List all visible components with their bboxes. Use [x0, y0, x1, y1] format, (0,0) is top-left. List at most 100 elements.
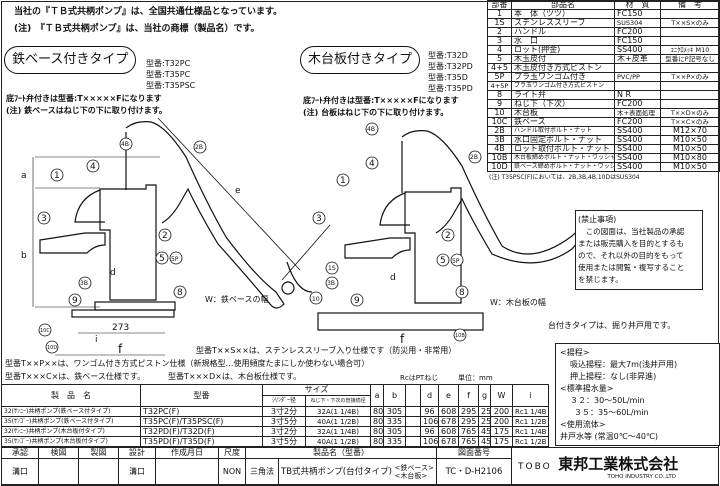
callout-10: 10 — [312, 296, 320, 303]
part-no: 5 — [487, 54, 512, 64]
wood-model-2: 型番:T32PD — [428, 62, 473, 71]
th-b: b — [383, 384, 407, 407]
company-name-en: TOHO INDUSTRY CO.,LTD — [607, 473, 676, 480]
part-no: 2B — [487, 126, 512, 136]
iron-w-label: W：鉄ベースの幅 — [205, 294, 269, 304]
th-blank — [405, 384, 422, 407]
fluid-value: 井戸水等 (常温0℃～40℃) — [560, 432, 659, 441]
iron-callouts: 1 2 3 4 5 5P 8 9 10C 10D 3B 4B 2B a b d … — [21, 137, 269, 356]
fluid-heading: <使用流体> — [560, 420, 606, 429]
th-w: W — [490, 384, 514, 407]
part-remarks: T××P×のみ — [660, 72, 720, 82]
part-material: FC150 — [614, 9, 661, 19]
spec-cyl: 3寸5分 — [262, 436, 306, 447]
note-c: 型番T×××C×は、鉄ベース仕様です。 — [5, 372, 146, 381]
part-no: 4B — [487, 144, 512, 154]
iron-model-3: 型番:T35PSC — [146, 81, 196, 90]
tb-product-label: 製品名（型番） — [245, 447, 437, 459]
prohibition-title: (禁止事項) — [578, 215, 617, 224]
part-material: SUS304 — [614, 18, 661, 28]
dim-f: f — [400, 332, 405, 346]
part-remarks: M10×50 — [660, 135, 720, 145]
callout-10b: 10B — [455, 333, 465, 339]
part-remarks: T××S×のみ — [660, 18, 720, 28]
part-material: FC200 — [614, 27, 661, 37]
spec-g: 25 — [478, 406, 492, 417]
part-name: ロット取付ボルト・ナット — [511, 144, 615, 154]
spec-g: 25 — [478, 416, 492, 427]
title-block: 承認 検図 製図 設計 作成月日 尺度 製品名（型番） 図面番号 TOBO 東邦… — [1, 447, 719, 486]
part-remarks — [660, 81, 720, 91]
product-name: TB式共柄ポンプ(台付タイプ) — [281, 467, 392, 477]
spec-bore: 40A(1 1/2B) — [304, 416, 372, 427]
spec-b: 335 — [383, 436, 407, 447]
callout-10d: 10D — [47, 345, 57, 351]
part-name: 木玉皮付 — [511, 54, 615, 64]
part-material: SS400 — [614, 126, 661, 136]
spec-table: 製 品 名 型番 サイズ a b d e f g W i ｼﾘﾝﾀﾞｰ径ねじ下・… — [1, 384, 549, 447]
spec-g: 45 — [478, 426, 492, 437]
well-note: 台付きタイプは、掘り井戸用です。 — [548, 321, 676, 330]
part-remarks: M12×70 — [660, 126, 720, 136]
part-no: 8 — [487, 90, 512, 100]
flow-32: ３２：30～50L/min — [570, 396, 645, 405]
part-material: FC200 — [614, 99, 661, 109]
tb-company: TOBO 東邦工業株式会社 TOHO INDUSTRY CO.,LTD — [511, 447, 719, 486]
callout-3: 3 — [41, 214, 47, 224]
spec-g: 45 — [478, 436, 492, 447]
tb-approve-label: 承認 — [1, 447, 39, 459]
part-material: 木+表面処理 — [614, 108, 661, 118]
spec-name: 32(ｻﾝﾆｰ)共柄ポンプ(鉄ベース付タイプ) — [1, 406, 141, 417]
header-line-2: (注) 『ＴＢ式共柄ポンプ』は、当社の商標（製品名）です。 — [14, 24, 260, 34]
callout-3b: 3B — [327, 280, 335, 287]
th-f: f — [458, 384, 480, 407]
dim-b: b — [21, 251, 27, 261]
tb-draw-label: 製図 — [78, 447, 119, 459]
dim-f: f — [118, 342, 123, 356]
part-no: 5P — [487, 72, 512, 82]
part-name: プラ玉ワンゴム付き方式ピストン — [511, 81, 615, 91]
callout-9: 9 — [72, 296, 78, 306]
part-name: 木台板締めボルト・ナット・ワッシャー — [511, 153, 615, 163]
callout-4b: 4B — [367, 126, 375, 133]
th-product-name: 製 品 名 — [1, 384, 141, 407]
dim-e: e — [235, 186, 241, 196]
spec-f: 765 — [458, 436, 480, 447]
part-remarks: ﾕﾆｸﾛﾒｯｷ M10 — [660, 45, 720, 55]
callout-8: 8 — [459, 288, 465, 298]
th-e: e — [438, 384, 460, 407]
spec-cyl: 3寸2分 — [262, 406, 306, 417]
part-name: 本 体（ツツ） — [511, 9, 615, 19]
part-material: PVC/PP — [614, 72, 661, 82]
tb-check-label: 検図 — [38, 447, 79, 459]
part-no: 10D — [487, 162, 512, 172]
tb-draw-value — [78, 458, 119, 486]
part-material: FC150 — [614, 36, 661, 46]
part-remarks — [660, 90, 720, 100]
spec-name: 32(ｻﾝﾆｰ)共柄ポンプ(木台板付タイプ) — [1, 426, 141, 437]
spec-d: 96 — [420, 406, 440, 417]
note-p: 型番T××P××は、ワンゴム付き方式ピストン仕様（新規格型…使用頻度たまにしか使… — [5, 359, 370, 368]
spec-cyl: 3寸2分 — [262, 426, 306, 437]
tb-scale-label: 尺度 — [218, 447, 246, 459]
wood-type-title: 木台板付きタイプ — [300, 46, 421, 74]
callout-5p: 5P — [171, 256, 179, 263]
note-rc: RcはPTねじ — [400, 374, 439, 382]
tb-design-value: 溝口 — [118, 458, 156, 486]
part-no: 2 — [487, 27, 512, 37]
spec-a: 80 — [370, 406, 385, 417]
spec-b: 305 — [383, 426, 407, 437]
part-no: 3B — [487, 135, 512, 145]
tb-approve-value: 溝口 — [1, 458, 39, 486]
th-cylinder: ｼﾘﾝﾀﾞｰ径 — [262, 395, 306, 407]
part-remarks — [660, 27, 720, 37]
part-remarks: M10×50 — [660, 162, 720, 172]
